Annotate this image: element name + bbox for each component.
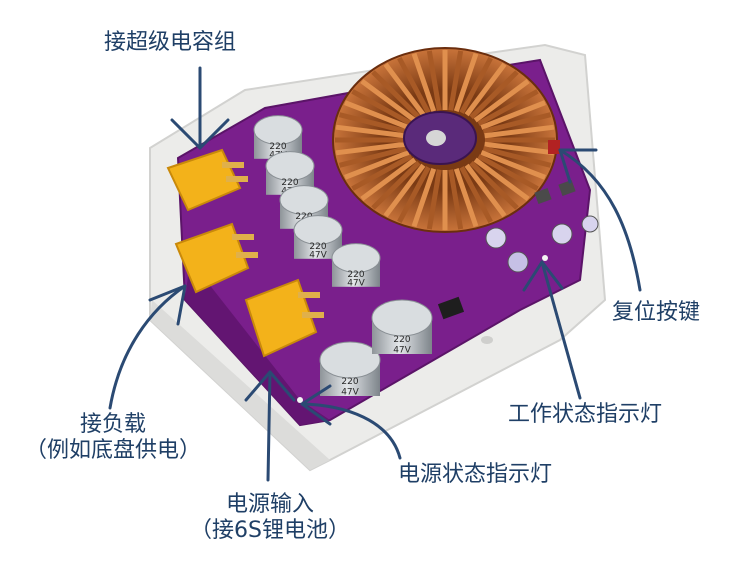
label-work-led-text: 工作状态指示灯 <box>508 402 663 427</box>
small-components <box>297 140 599 403</box>
reset-button <box>548 140 560 154</box>
mount-hole <box>481 336 493 344</box>
capacitor-voltage: 47V <box>393 346 411 356</box>
coil-winding <box>344 150 410 180</box>
coil-winding <box>477 154 539 191</box>
capacitor-value: 220 <box>309 242 326 252</box>
coil-winding <box>344 100 410 130</box>
coil-winding <box>371 160 421 210</box>
label-load: 接负载 （例如底盘供电） <box>0 412 226 464</box>
coil-winding <box>473 157 530 201</box>
capacitor-value: 220 <box>393 335 410 345</box>
coil-winding <box>464 163 507 218</box>
label-power-input-line2: （接6S锂电池） <box>190 518 350 543</box>
coil-winding <box>351 154 413 191</box>
arrow-load <box>108 284 187 410</box>
small-cap <box>485 227 507 249</box>
label-power-input-line1: 电源输入 <box>225 492 314 517</box>
capacitor-value: 220 <box>281 178 298 188</box>
capacitor-group: 22047V22047V22047V22047V22047V22047V2204… <box>253 115 433 398</box>
coil-winding <box>469 70 519 120</box>
label-supercap: 接超级电容组 <box>104 30 236 56</box>
coil-winding <box>453 52 479 113</box>
coil-winding <box>477 89 539 126</box>
coil-winding <box>411 52 437 113</box>
label-reset-text: 复位按键 <box>612 300 701 325</box>
label-work-led: 工作状态指示灯 <box>508 402 662 428</box>
capacitor-voltage: 47V <box>309 251 327 261</box>
coil-windings <box>335 50 555 230</box>
label-load-line1: 接负载 <box>79 412 146 437</box>
small-cap <box>507 251 529 273</box>
arrow-reset <box>558 148 642 292</box>
coil-winding <box>426 50 442 111</box>
coil-winding <box>473 79 530 123</box>
capacitor-voltage: 47V <box>347 279 365 289</box>
label-reset: 复位按键 <box>612 300 700 326</box>
label-load-line2: （例如底盘供电） <box>24 438 201 463</box>
coil-winding <box>459 56 493 114</box>
coil-winding <box>360 157 417 201</box>
coil-winding <box>482 112 552 134</box>
arrows <box>108 66 642 482</box>
toroid-inductor <box>332 47 558 233</box>
ic-chip <box>437 296 465 320</box>
label-power-led: 电源状态指示灯 <box>398 462 552 488</box>
capacitor-voltage: 47V <box>341 388 359 398</box>
coil-winding <box>338 146 408 168</box>
coil-winding <box>484 141 555 156</box>
small-cap <box>551 223 573 245</box>
coil-winding <box>469 160 519 210</box>
label-power-led-text: 电源状态指示灯 <box>398 462 553 487</box>
power-led <box>297 397 303 403</box>
small-cap <box>581 215 599 233</box>
xt60-power-input-connector <box>244 278 324 358</box>
work-led <box>542 255 548 261</box>
coil-winding <box>360 79 417 123</box>
coil-winding <box>335 124 406 139</box>
capacitor-value: 220 <box>347 270 364 280</box>
capacitor-value: 220 <box>295 212 312 222</box>
coil-winding <box>482 146 552 168</box>
label-supercap-text: 接超级电容组 <box>104 30 237 55</box>
coil-winding <box>480 150 546 180</box>
coil-winding <box>397 166 431 224</box>
coil-winding <box>383 163 426 218</box>
coil-winding <box>448 50 464 111</box>
capacitor-value: 220 <box>341 377 358 387</box>
inductor-screw <box>426 130 446 146</box>
coil-winding <box>484 124 555 139</box>
coil-winding <box>383 62 426 117</box>
coil-winding <box>397 56 431 114</box>
label-power-input: 电源输入 （接6S锂电池） <box>175 492 365 544</box>
arrow-supercap <box>170 66 230 150</box>
coil-winding <box>371 70 421 120</box>
coil-winding <box>351 89 413 126</box>
xt60-supercap-connector <box>166 148 248 212</box>
xt60-load-connector <box>174 222 258 294</box>
arrow-power-led <box>300 384 402 460</box>
coil-winding <box>411 167 437 228</box>
coil-winding <box>335 141 406 156</box>
coil-winding <box>448 169 464 230</box>
coil-winding <box>453 167 479 228</box>
capacitor-value: 220 <box>269 142 286 152</box>
coil-winding <box>464 62 507 117</box>
arrow-work-led <box>522 260 582 400</box>
coil-winding <box>459 166 493 224</box>
coil-winding <box>426 169 442 230</box>
arrow-power-input <box>244 370 296 482</box>
coil-winding <box>480 100 546 130</box>
coil-winding <box>338 112 408 134</box>
